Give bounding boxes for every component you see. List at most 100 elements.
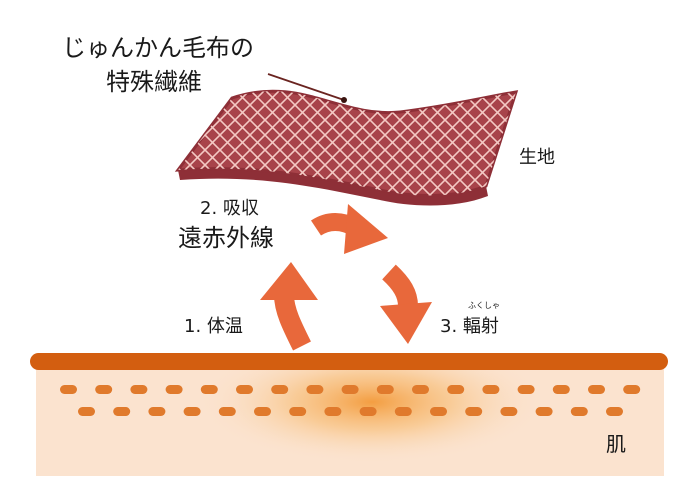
skin-dot: [236, 385, 253, 394]
weave-line: [178, 91, 341, 196]
skin-dot: [465, 407, 483, 416]
weave-line: [279, 91, 461, 196]
skin-dot: [289, 407, 307, 416]
skin-dot: [165, 385, 183, 394]
weave-line: [474, 91, 516, 196]
weave-line: [0, 60, 100, 240]
weave-line: [399, 91, 516, 196]
skin-dot: [218, 407, 236, 416]
skin-dot: [113, 407, 131, 416]
skin-dot: [623, 385, 641, 394]
weave-line: [610, 60, 700, 240]
weave-line: [535, 60, 700, 240]
weave-line: [685, 60, 700, 240]
weave-line: [670, 60, 700, 240]
skin-dot: [447, 385, 465, 394]
weave-line: [0, 60, 55, 240]
skin-dot: [254, 407, 271, 416]
skin-dots: [60, 385, 641, 416]
skin-dot: [500, 407, 518, 416]
step-body-heat-label: 1. 体温: [184, 316, 243, 337]
weave-line: [178, 91, 296, 196]
weave-line: [178, 91, 311, 196]
weave-line: [178, 91, 356, 196]
skin-dot: [376, 385, 394, 394]
arrow-body-heat-up: [260, 262, 318, 351]
weave-line: [234, 91, 416, 196]
fabric-label: 生地: [519, 147, 555, 168]
weave-line: [339, 91, 516, 196]
weave-line: [625, 60, 700, 240]
skin-dot: [482, 385, 500, 394]
far-infrared-label: 遠赤外線: [178, 224, 274, 252]
weave-line: [189, 91, 371, 196]
weave-line: [354, 91, 516, 196]
weave-line: [595, 60, 700, 240]
skin: [30, 353, 668, 476]
weave-line: [655, 60, 700, 240]
weave-line: [670, 60, 700, 240]
weave-line: [0, 60, 115, 240]
fabric-weave-grid: [0, 60, 700, 240]
step-absorb-label: 2. 吸収: [200, 198, 259, 219]
skin-dot: [570, 407, 588, 416]
weave-line: [0, 60, 85, 240]
weave-line: [324, 91, 506, 196]
weave-line: [0, 60, 25, 240]
radiation-ruby: ふくしゃ: [468, 301, 500, 310]
weave-line: [0, 60, 40, 240]
skin-dot: [306, 385, 324, 394]
skin-dot: [606, 407, 623, 416]
weave-line: [0, 60, 70, 240]
leader-dot: [341, 97, 347, 103]
title-line2: 特殊繊維: [106, 68, 202, 96]
weave-line: [640, 60, 700, 240]
weave-line: [0, 60, 10, 240]
skin-label: 肌: [606, 432, 626, 456]
step-radiation-label: 3. 輻射: [440, 316, 499, 337]
arrow-absorb-curve: [311, 204, 388, 254]
weave-line: [489, 91, 516, 196]
weave-line: [0, 60, 115, 240]
weave-line: [610, 60, 700, 240]
skin-dot: [359, 407, 377, 416]
arrow-radiation-down: [380, 264, 432, 344]
leader-line: [267, 73, 345, 101]
weave-line: [565, 60, 700, 240]
skin-dot: [412, 385, 429, 394]
skin-dot: [535, 407, 553, 416]
weave-line: [580, 60, 700, 240]
skin-dot: [78, 407, 95, 416]
weave-line: [535, 60, 700, 240]
title-line1: じゅんかん毛布の: [62, 34, 254, 62]
fabric: [0, 60, 700, 240]
weave-line: [685, 60, 700, 240]
weave-line: [219, 91, 401, 196]
skin-dot: [183, 407, 201, 416]
skin-surface: [30, 353, 668, 370]
weave-line: [565, 60, 700, 240]
weave-line: [294, 91, 476, 196]
weave-line: [249, 91, 431, 196]
skin-dot: [200, 385, 218, 394]
weave-line: [640, 60, 700, 240]
weave-line: [625, 60, 700, 240]
skin-dot: [148, 407, 166, 416]
weave-line: [178, 91, 326, 196]
skin-dot: [588, 385, 605, 394]
skin-dot: [324, 407, 342, 416]
skin-dot: [60, 385, 77, 394]
weave-line: [0, 60, 40, 240]
weave-line: [595, 60, 700, 240]
skin-dot: [517, 385, 535, 394]
weave-line: [0, 60, 55, 240]
weave-line: [655, 60, 700, 240]
weave-line: [0, 60, 100, 240]
weave-line: [369, 91, 516, 196]
weave-line: [489, 91, 516, 196]
weave-line: [309, 91, 491, 196]
weave-line: [0, 60, 70, 240]
skin-dot: [271, 385, 289, 394]
weave-line: [0, 60, 85, 240]
